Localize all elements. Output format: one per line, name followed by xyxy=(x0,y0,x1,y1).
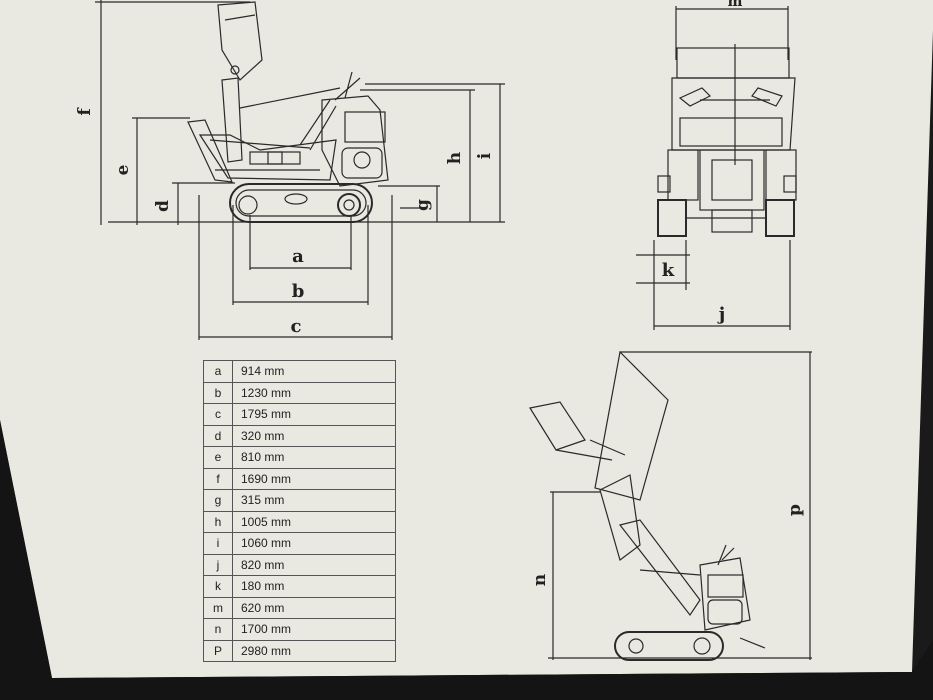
spec-value: 810 mm xyxy=(232,446,396,469)
label-b: b xyxy=(292,281,305,302)
label-n: n xyxy=(530,574,550,586)
tipping-view-drawing xyxy=(529,350,812,661)
label-k: k xyxy=(662,260,675,281)
spec-value: 320 mm xyxy=(232,424,396,447)
spec-value: 315 mm xyxy=(232,489,396,512)
label-h: h xyxy=(445,152,465,164)
spec-key: a xyxy=(203,360,233,383)
label-j: j xyxy=(717,304,726,325)
spec-key: n xyxy=(203,618,233,641)
spec-value: 1005 mm xyxy=(232,510,396,533)
spec-value: 1230 mm xyxy=(232,381,396,404)
spec-value: 1795 mm xyxy=(232,403,396,426)
spec-value: 914 mm xyxy=(232,360,396,383)
spec-key: i xyxy=(203,532,233,555)
spec-key: h xyxy=(203,510,233,533)
spec-key: c xyxy=(203,403,233,426)
spec-key: d xyxy=(203,424,233,447)
label-p: p xyxy=(785,504,805,516)
spec-key: j xyxy=(203,553,233,576)
spec-value: 1700 mm xyxy=(232,618,396,641)
spec-key: P xyxy=(203,639,233,662)
spec-value: 620 mm xyxy=(232,596,396,619)
label-i: i xyxy=(475,152,495,159)
spec-key: m xyxy=(203,596,233,619)
label-c: c xyxy=(291,316,302,337)
spec-value: 1060 mm xyxy=(232,532,396,555)
spec-value: 820 mm xyxy=(232,553,396,576)
side-view-drawing xyxy=(95,0,505,340)
spec-value: 180 mm xyxy=(232,575,396,598)
spec-key: b xyxy=(203,381,233,404)
spec-key: e xyxy=(203,446,233,469)
label-d: d xyxy=(153,200,173,212)
spec-key: k xyxy=(203,575,233,598)
label-g: g xyxy=(413,199,433,211)
spec-value: 1690 mm xyxy=(232,467,396,490)
front-view-drawing xyxy=(636,6,797,330)
label-f: f xyxy=(75,107,95,116)
label-a: a xyxy=(292,246,304,267)
spec-key: f xyxy=(203,467,233,490)
label-m: m xyxy=(728,0,743,10)
spec-value: 2980 mm xyxy=(232,639,396,662)
spec-key: g xyxy=(203,489,233,512)
label-e: e xyxy=(113,164,133,175)
